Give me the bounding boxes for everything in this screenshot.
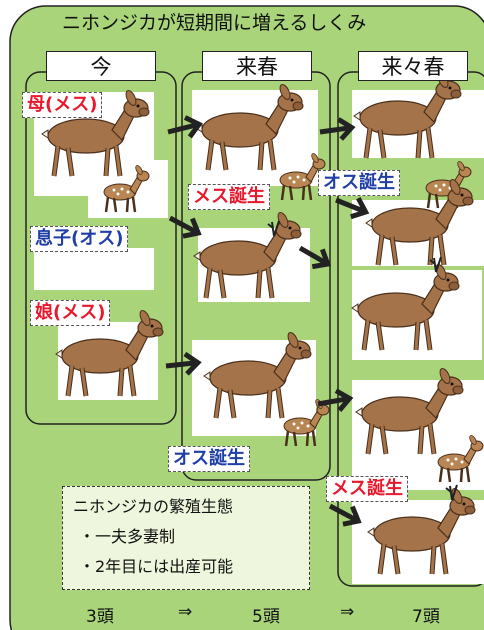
breeding-note-box: ニホンジカの繁殖生態 ・一夫多妻制 ・2年目には出産可能 [62, 486, 310, 590]
label-birth-female-1: メス誕生 [188, 184, 270, 210]
count-arrow-1: ⇒ [178, 602, 193, 622]
label-mother: 母(メス) [22, 92, 103, 118]
label-son: 息子(オス) [30, 226, 129, 252]
column-header-now: 今 [46, 51, 156, 81]
label-birth-female-2: メス誕生 [326, 476, 408, 502]
label-birth-male-1: オス誕生 [318, 170, 400, 196]
column-header-next-spring: 来々春 [358, 51, 468, 81]
note-item-second-year: ・2年目には出産可能 [79, 557, 234, 576]
label-birth-male-2: オス誕生 [168, 446, 250, 472]
note-title: ニホンジカの繁殖生態 [73, 497, 234, 516]
count-arrow-2: ⇒ [340, 602, 355, 622]
note-item-polygyny: ・一夫多妻制 [79, 527, 176, 546]
column-header-spring: 来春 [202, 51, 312, 81]
label-daughter: 娘(メス) [30, 300, 111, 326]
count-next-spring: 7頭 [412, 607, 440, 627]
page-title: ニホンジカが短期間に増えるしくみ [62, 12, 367, 34]
count-now: 3頭 [86, 607, 114, 627]
count-spring: 5頭 [252, 607, 280, 627]
